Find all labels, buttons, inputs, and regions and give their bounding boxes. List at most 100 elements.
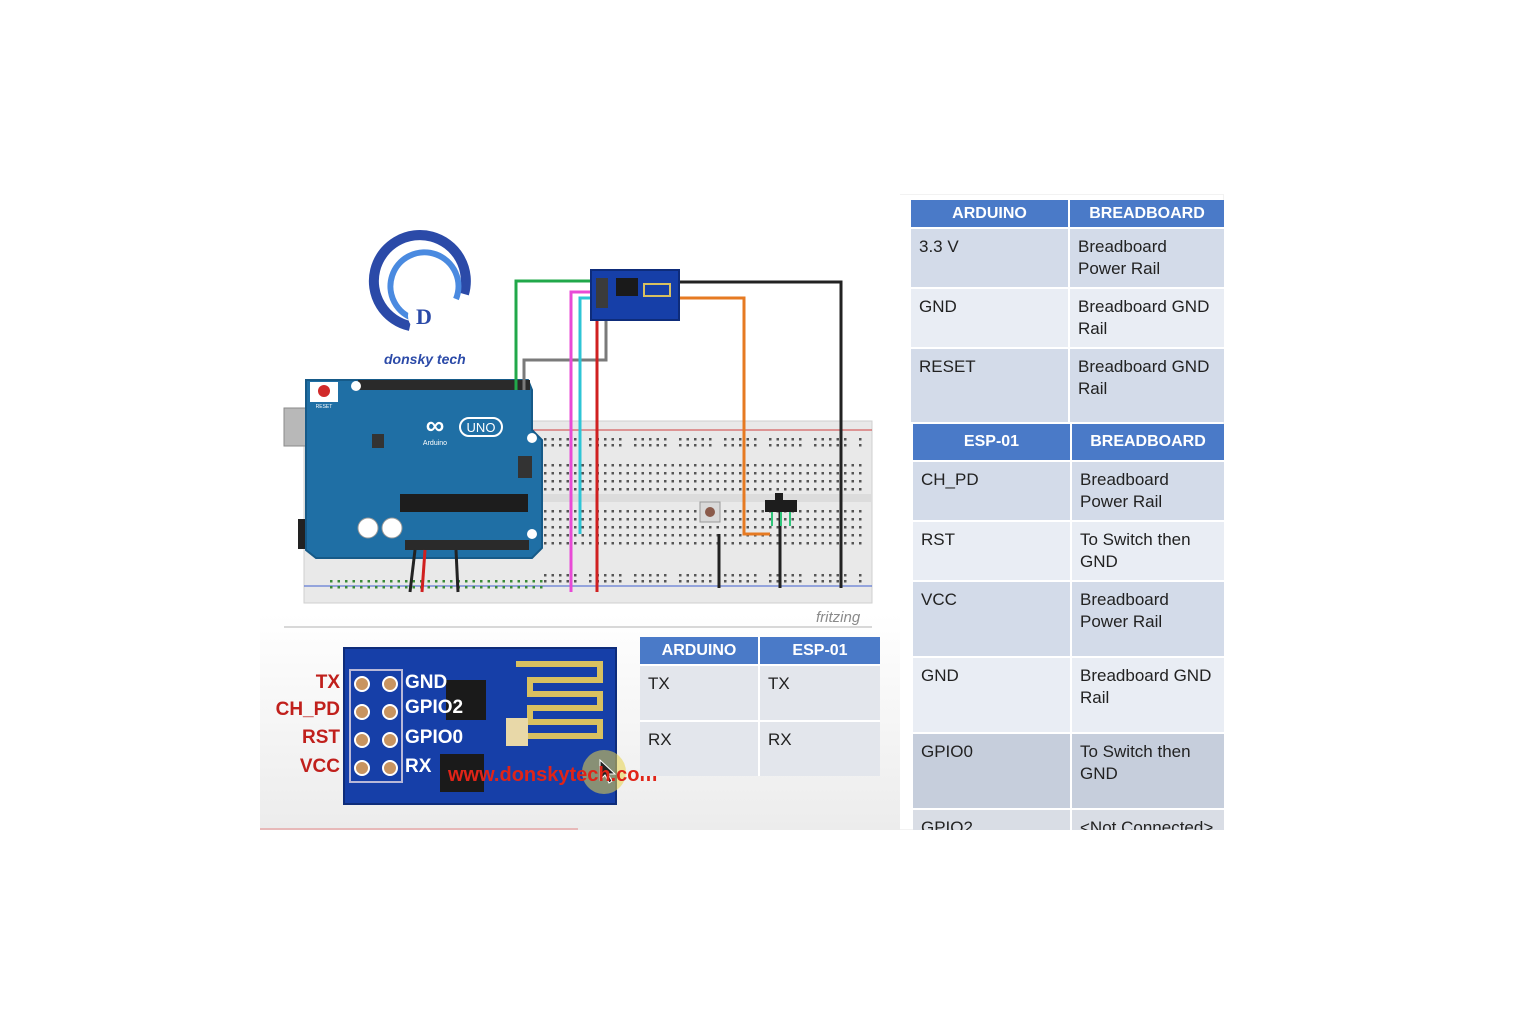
breadboard-hole [574,438,577,441]
breadboard-hole [754,488,757,491]
breadboard-hole [611,518,614,521]
breadboard-hole [649,580,652,583]
breadboard-hole [641,518,644,521]
breadboard-hole [641,480,644,483]
breadboard-hole [791,518,794,521]
breadboard-hole [814,472,817,475]
breadboard-hole [836,472,839,475]
cell: 3.3 V [911,227,1070,288]
esp01-module-small [590,269,680,321]
breadboard-hole [574,510,577,513]
cell: GND [913,656,1072,733]
breadboard-hole [814,574,817,577]
breadboard-hole [604,574,607,577]
col-header: ESP-01 [913,424,1072,461]
esp01-module-large [343,647,626,805]
table-row: TX TX [640,664,880,721]
table-row: GND Breadboard GND Rail [911,287,1224,348]
breadboard-hole [544,526,547,529]
breadboard-hole [559,574,562,577]
cell: To Switch then GND [1071,732,1224,809]
breadboard-hole [806,518,809,521]
breadboard-hole [641,534,644,537]
table-arduino-breadboard: ARDUINO BREADBOARD 3.3 V Breadboard Powe… [911,200,1224,422]
breadboard-hole [641,444,644,447]
breadboard-hole [694,510,697,513]
breadboard-hole [851,510,854,513]
breadboard-hole [656,480,659,483]
breadboard-hole [859,580,862,583]
logo-letter: D [416,304,432,329]
breadboard-hole [544,542,547,545]
breadboard-hole [626,526,629,529]
breadboard-hole [634,480,637,483]
breadboard-hole [784,580,787,583]
table-row: VCC Breadboard Power Rail [913,580,1224,657]
breadboard-hole [694,488,697,491]
breadboard-hole [731,542,734,545]
breadboard-hole [649,518,652,521]
pin-name-gnd: GND [405,672,448,693]
breadboard-hole [352,580,355,583]
breadboard-hole [709,464,712,467]
breadboard-hole [859,464,862,467]
antenna-trace [516,661,603,739]
breadboard-hole [581,472,584,475]
breadboard-hole [859,510,862,513]
breadboard-hole [352,586,355,589]
breadboard-hole [799,534,802,537]
breadboard-hole [754,510,757,513]
breadboard-hole [829,526,832,529]
breadboard-hole [769,438,772,441]
breadboard-hole [814,464,817,467]
breadboard-hole [791,574,794,577]
breadboard-hole [701,464,704,467]
breadboard-hole [724,480,727,483]
breadboard-hole [754,580,757,583]
breadboard-hole [480,586,483,589]
breadboard-hole [829,480,832,483]
breadboard-hole [656,472,659,475]
breadboard-hole [851,488,854,491]
breadboard-hole [821,510,824,513]
breadboard-hole [769,534,772,537]
breadboard-hole [544,438,547,441]
breadboard-hole [686,464,689,467]
breadboard-hole [581,518,584,521]
breadboard-hole [551,580,554,583]
breadboard-hole [814,580,817,583]
cell: GND [911,287,1070,348]
breadboard-hole [566,438,569,441]
breadboard-hole [799,542,802,545]
breadboard-hole [589,534,592,537]
breadboard-hole [619,574,622,577]
breadboard-hole [337,580,340,583]
breadboard-hole [671,518,674,521]
breadboard-hole [844,574,847,577]
breadboard-hole [581,464,584,467]
breadboard-hole [686,574,689,577]
breadboard-hole [559,480,562,483]
breadboard-hole [465,580,468,583]
breadboard-hole [589,472,592,475]
breadboard-hole [664,534,667,537]
breadboard-hole [844,444,847,447]
breadboard-hole [859,574,862,577]
breadboard-hole [544,472,547,475]
breadboard-hole [649,480,652,483]
wires [408,279,843,593]
breadboard-hole [791,526,794,529]
breadboard-hole [604,580,607,583]
breadboard-hole [619,464,622,467]
breadboard-hole [754,464,757,467]
table-row: GPIO2 <Not Connected> [913,808,1224,830]
breadboard-hole [634,510,637,513]
breadboard-hole [656,580,659,583]
breadboard-hole [634,444,637,447]
breadboard-hole [746,444,749,447]
breadboard-hole [611,438,614,441]
breadboard-hole [746,542,749,545]
breadboard-hole [701,488,704,491]
breadboard-hole [540,586,543,589]
breadboard-hole [821,472,824,475]
